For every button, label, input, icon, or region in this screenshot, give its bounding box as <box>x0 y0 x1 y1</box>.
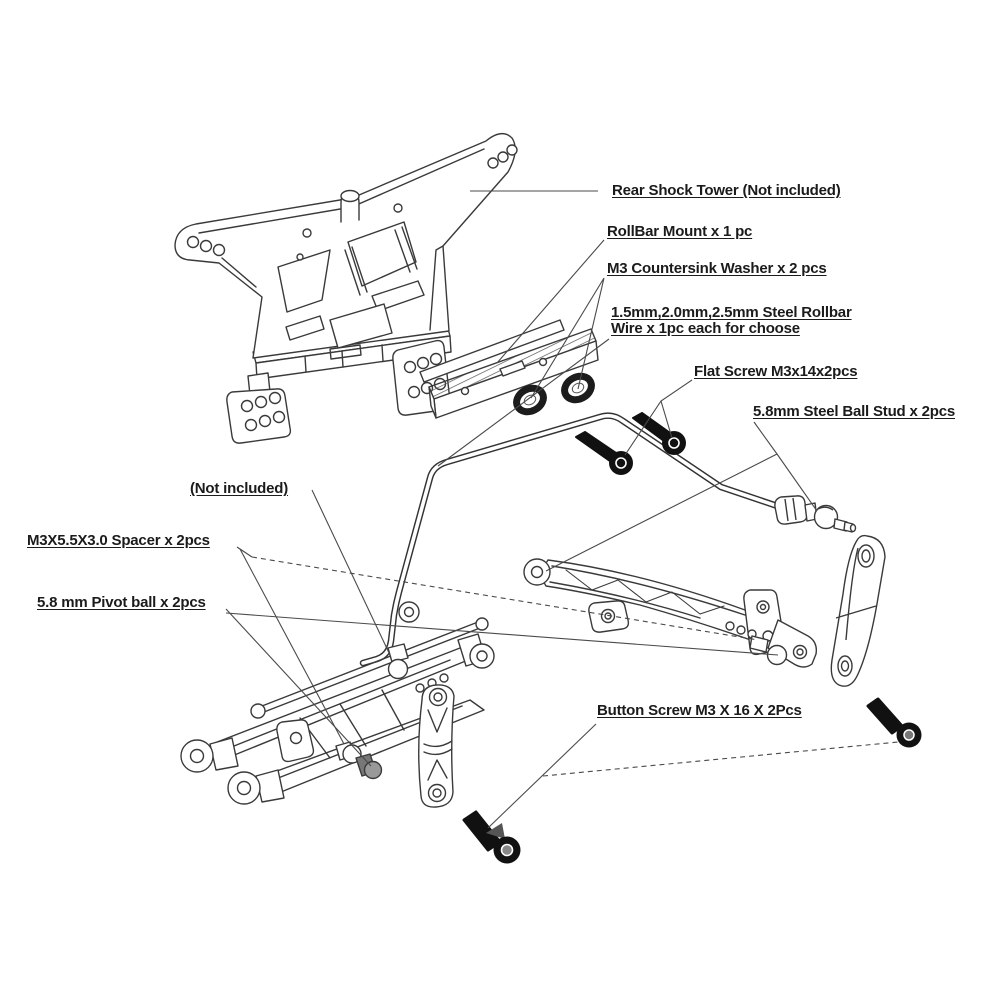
flat-screws-drawing <box>575 412 686 475</box>
label-flat-screw: Flat Screw M3x14x2pcs <box>694 363 858 380</box>
rollbar-mount-drawing <box>419 319 599 419</box>
label-pivot-ball: 5.8 mm Pivot ball x 2pcs <box>37 594 206 611</box>
label-countersink-washer: M3 Countersink Washer x 2 pcs <box>607 260 827 277</box>
rear-shock-tower-drawing <box>174 133 518 444</box>
wire-end-link-drawing <box>387 601 420 680</box>
label-spacer: M3X5.5X3.0 Spacer x 2pcs <box>27 532 210 549</box>
label-rollbar-wire-line2: Wire x 1pc each for choose <box>611 320 800 337</box>
rollbar-arm-plate-drawing <box>830 534 886 687</box>
leader-lines <box>225 190 899 829</box>
label-button-screw: Button Screw M3 X 16 X 2Pcs <box>597 702 802 719</box>
label-rear-shock-tower: Rear Shock Tower (Not included) <box>612 182 841 199</box>
upper-suspension-arm-drawing <box>523 558 818 668</box>
ball-stud-drawing <box>774 495 857 533</box>
label-rollbar-mount: RollBar Mount x 1 pc <box>607 223 753 240</box>
label-ball-stud: 5.8mm Steel Ball Stud x 2pcs <box>753 403 955 420</box>
vertical-link-drawing <box>418 684 455 808</box>
label-rollbar-wire-line1: 1.5mm,2.0mm,2.5mm Steel Rollbar <box>611 304 852 321</box>
label-not-included: (Not included) <box>190 480 289 497</box>
button-screws-drawing <box>462 697 922 864</box>
